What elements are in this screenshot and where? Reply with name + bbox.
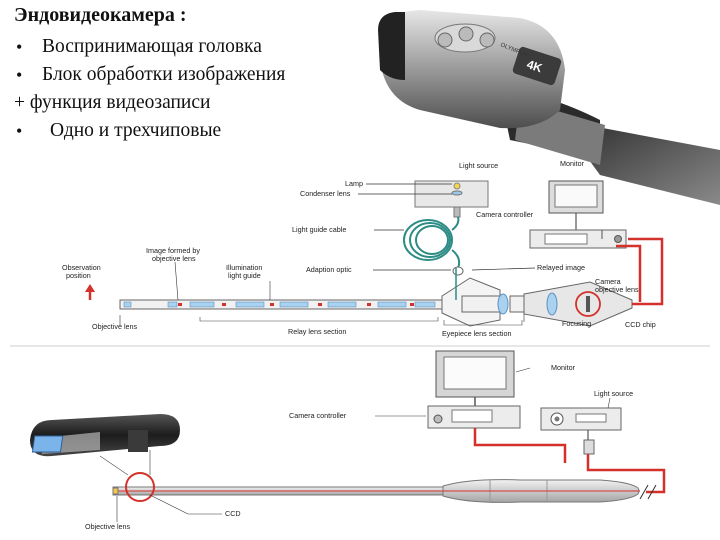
bullet-item: + функция видеозаписи — [14, 92, 211, 113]
bullet-item: Блок обработки изображения — [42, 64, 286, 85]
ccd-highlight-circle-bottom — [125, 472, 155, 502]
bullet-marker: • — [16, 65, 23, 85]
label-eyepiece-lens-section: Eyepiece lens section — [442, 329, 512, 338]
label-observation-line: Observation — [62, 263, 101, 272]
label-monitor-bottom: Monitor — [551, 363, 576, 372]
label-image-formed-line: Image formed by — [146, 246, 200, 255]
label-camera-objective-line: objective lens — [595, 285, 639, 294]
camera-badge: 4K — [525, 57, 544, 75]
label-image-formed: Image formed by objective lens — [146, 246, 202, 263]
relay-lenses — [123, 301, 436, 308]
label-camera-controller-bottom: Camera controller — [289, 411, 347, 420]
label-objective-lens: Objective lens — [92, 322, 138, 331]
rigid-endoscope-diagram: Light source Lamp Condenser lens Monitor… — [62, 159, 664, 338]
label-monitor: Monitor — [560, 159, 585, 168]
label-illumination-line: Illumination — [226, 263, 262, 272]
label-illumination-line: light guide — [228, 271, 261, 280]
label-lamp: Lamp — [345, 179, 363, 188]
label-image-formed-line: objective lens — [152, 254, 196, 263]
label-light-source: Light source — [459, 161, 498, 170]
camera-head-image: 4K OLYMPUS — [378, 10, 720, 205]
bullet-marker: • — [16, 121, 23, 141]
label-observation-position: Observation position — [62, 263, 103, 280]
label-adaption-optic: Adaption optic — [306, 265, 352, 274]
bullet-item: Воспринимающая головка — [42, 36, 262, 57]
label-condenser-lens: Condenser lens — [300, 189, 351, 198]
label-camera-objective-line: Camera — [595, 277, 621, 286]
video-endoscope-diagram: Monitor Camera controller Light source — [30, 350, 666, 531]
label-observation-line: position — [66, 271, 91, 280]
label-relay-lens-section: Relay lens section — [288, 327, 346, 336]
slide-title: Эндовидеокамера : — [14, 4, 187, 26]
label-camera-objective-lens: Camera objective lens — [595, 277, 639, 294]
bullet-marker: • — [16, 37, 23, 57]
label-light-source-bottom: Light source — [594, 389, 633, 398]
label-ccd-chip: CCD chip — [625, 320, 656, 329]
label-objective-lens-bottom: Objective lens — [85, 522, 131, 531]
bullet-item: Одно и трехчиповые — [50, 120, 222, 141]
ccd-highlight-circle — [575, 291, 601, 317]
condenser-lens-icon — [451, 190, 463, 196]
label-camera-controller: Camera controller — [476, 210, 534, 219]
label-light-guide-cable: Light guide cable — [292, 225, 346, 234]
label-illumination-light-guide: Illumination light guide — [226, 263, 264, 280]
label-ccd: CCD — [225, 509, 241, 518]
lamp-icon — [453, 182, 461, 190]
label-focusing: Focusing — [562, 319, 591, 328]
light-guide-cable-coil — [403, 216, 461, 269]
label-relayed-image: Relayed image — [537, 263, 585, 272]
